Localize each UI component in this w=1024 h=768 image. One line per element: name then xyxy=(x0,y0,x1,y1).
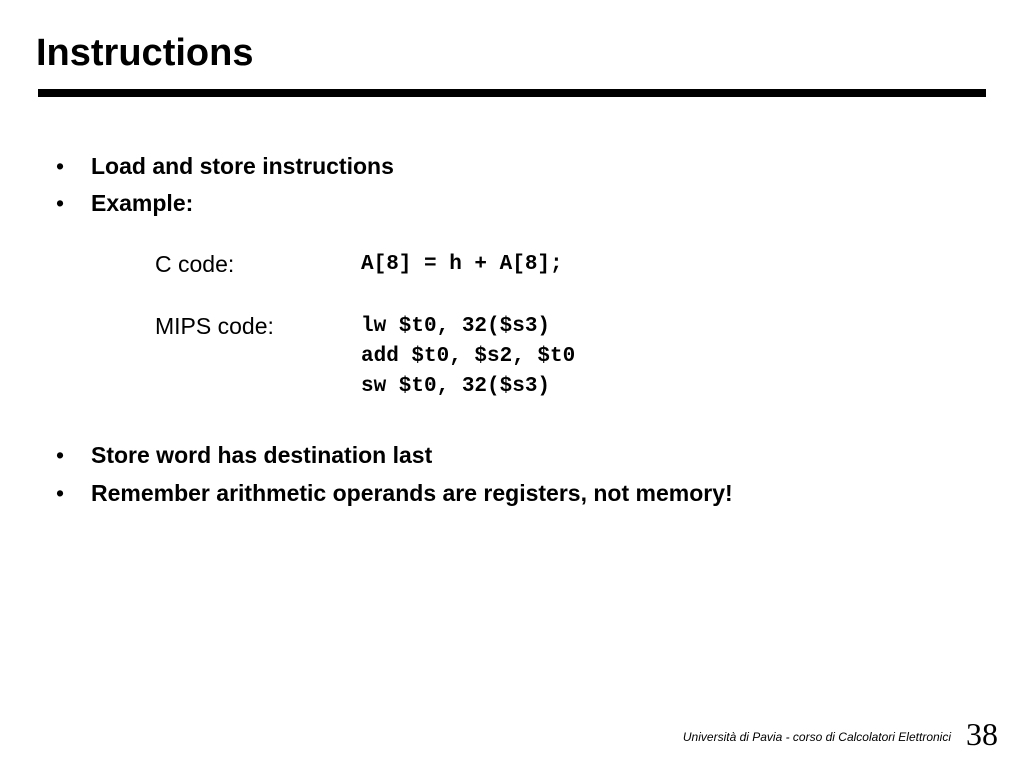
bullet-marker: • xyxy=(56,480,65,506)
mips-code-line-3: sw $t0, 32($s3) xyxy=(361,375,551,398)
bullet-text: Remember arithmetic operands are registe… xyxy=(91,480,733,506)
mips-code-line-2: add $t0, $s2, $t0 xyxy=(361,345,576,368)
bullet-text: Example: xyxy=(91,190,194,216)
c-code-label: C code: xyxy=(155,251,235,277)
c-code-text: A[8] = h + A[8]; xyxy=(361,253,563,276)
bullet-text: Store word has destination last xyxy=(91,442,433,468)
bullet-text: Load and store instructions xyxy=(91,153,394,179)
slide-title: Instructions xyxy=(36,32,254,74)
page-number: 38 xyxy=(966,716,998,752)
footer-course-credit: Università di Pavia - corso di Calcolato… xyxy=(682,730,951,744)
mips-code-label: MIPS code: xyxy=(155,313,274,339)
bullet-marker: • xyxy=(56,442,65,468)
mips-code-line-1: lw $t0, 32($s3) xyxy=(361,315,551,338)
bullet-marker: • xyxy=(56,153,65,179)
title-divider xyxy=(38,89,986,97)
bullet-marker: • xyxy=(56,190,65,216)
